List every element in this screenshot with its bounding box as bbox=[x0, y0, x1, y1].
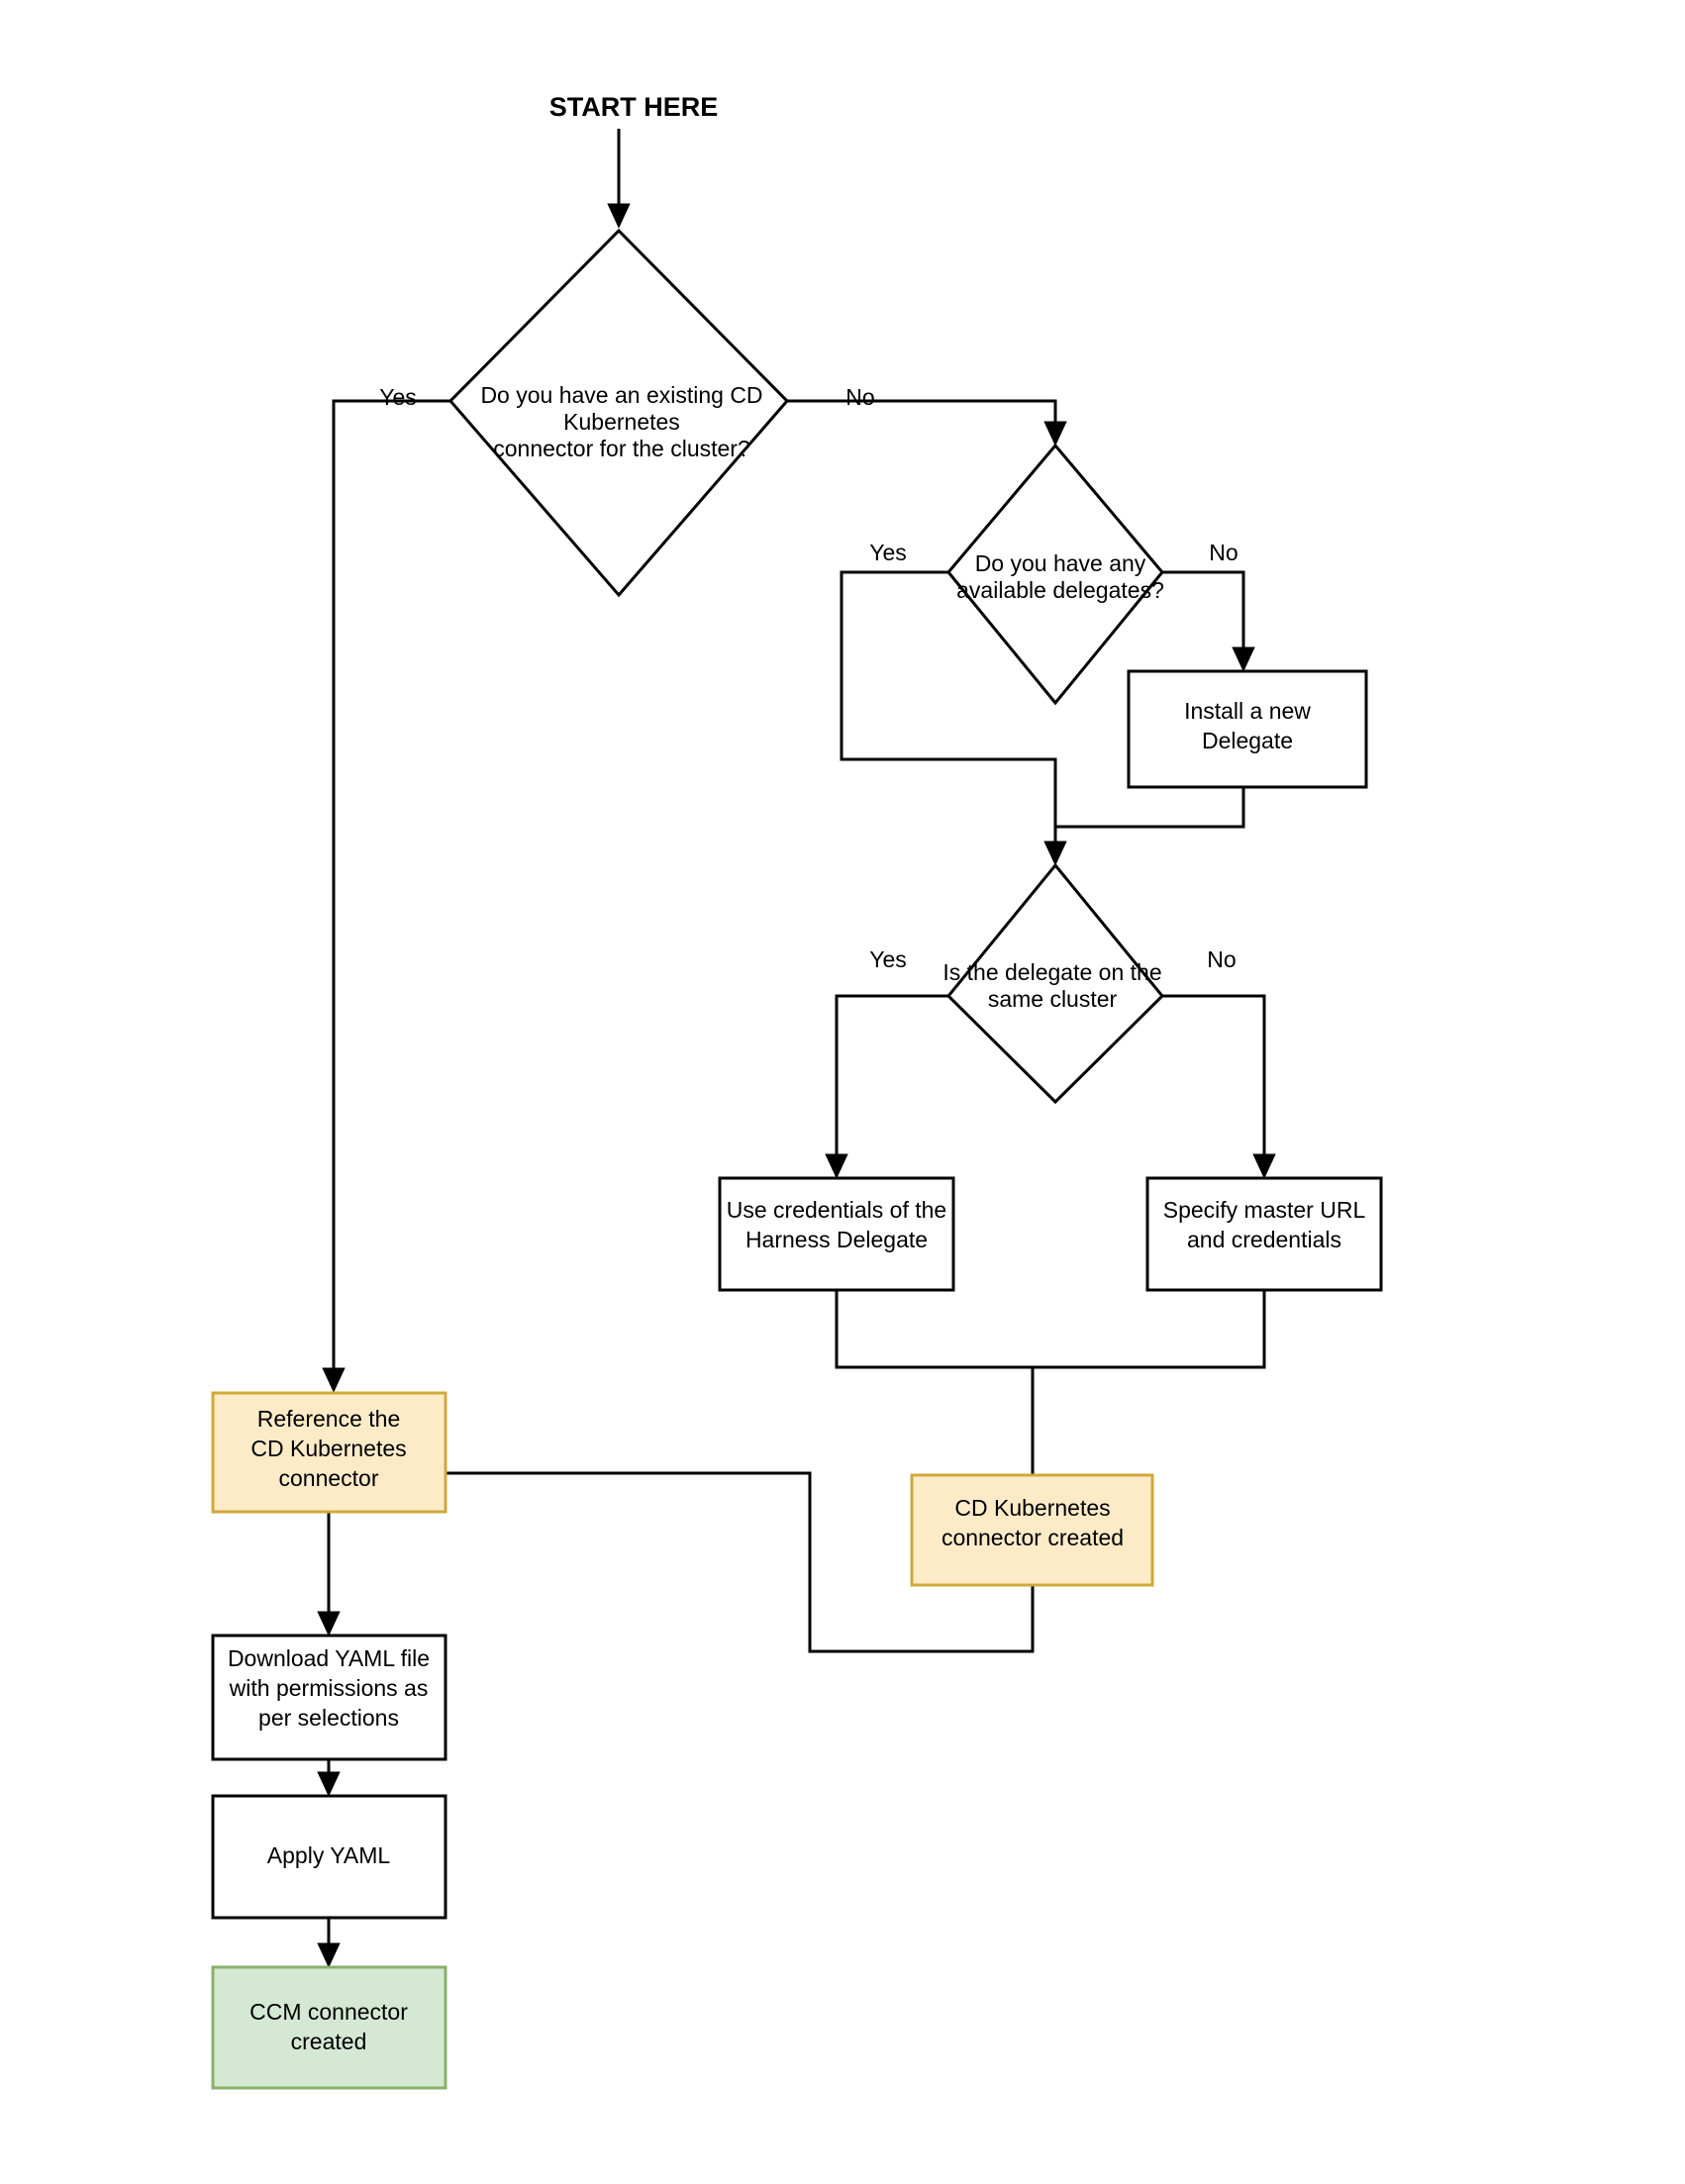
edge-label-decision1-no: No bbox=[845, 384, 874, 410]
edge-specify-url-merge bbox=[1033, 1289, 1266, 1369]
decision-available-delegates[interactable]: Do you have any available delegates? bbox=[946, 443, 1164, 706]
decision-delegate-same-cluster-line-1: Is the delegate on the bbox=[942, 959, 1161, 985]
process-install-delegate[interactable]: Install a new Delegate bbox=[1127, 669, 1368, 789]
edge-decision1-yes bbox=[322, 399, 450, 1393]
process-download-yaml-line-1: Download YAML file bbox=[228, 1645, 430, 1671]
edge-decision1-no bbox=[787, 399, 1067, 447]
decision-delegate-same-cluster[interactable]: Is the delegate on the same cluster bbox=[942, 862, 1165, 1105]
process-ccm-connector-created-shape bbox=[211, 1965, 447, 2090]
process-download-yaml-line-3: per selections bbox=[258, 1705, 399, 1731]
process-use-delegate-credentials-shape bbox=[718, 1176, 955, 1292]
process-specify-master-url-line-2: and credentials bbox=[1187, 1227, 1341, 1252]
process-apply-yaml-shape bbox=[211, 1794, 447, 1920]
process-install-delegate-shape bbox=[1127, 669, 1368, 789]
process-use-delegate-credentials[interactable]: Use credentials of the Harness Delegate bbox=[718, 1176, 955, 1292]
process-cd-connector-created-line-1: CD Kubernetes bbox=[954, 1495, 1110, 1521]
process-cd-connector-created-line-2: connector created bbox=[942, 1525, 1124, 1550]
process-use-delegate-credentials-line-1: Use credentials of the bbox=[727, 1197, 946, 1223]
decision-available-delegates-line-2: available delegates? bbox=[956, 577, 1164, 603]
process-reference-connector-line-3: connector bbox=[278, 1465, 378, 1491]
process-reference-connector-shape bbox=[211, 1391, 447, 1514]
decision-available-delegates-shape bbox=[946, 443, 1164, 706]
process-install-delegate-line-1: Install a new bbox=[1184, 698, 1311, 724]
edge-decision2-no bbox=[1162, 570, 1255, 672]
process-download-yaml-line-2: with permissions as bbox=[229, 1675, 429, 1701]
process-download-yaml[interactable]: Download YAML file with permissions as p… bbox=[211, 1634, 447, 1761]
edge-label-decision3-yes: Yes bbox=[869, 946, 907, 972]
decision-existing-connector[interactable]: Do you have an existing CD Kubernetes co… bbox=[447, 228, 790, 598]
edge-install-delegate-to-decision3 bbox=[1055, 787, 1245, 829]
process-reference-connector[interactable]: Reference the CD Kubernetes connector bbox=[211, 1391, 447, 1514]
edge-label-decision2-yes: Yes bbox=[869, 540, 907, 565]
edge-decision2-yes bbox=[840, 570, 1067, 866]
start-here-label: START HERE bbox=[549, 92, 719, 122]
process-apply-yaml[interactable]: Apply YAML bbox=[211, 1794, 447, 1920]
edge-label-decision2-no: No bbox=[1209, 540, 1238, 565]
edge-decision3-yes bbox=[825, 994, 948, 1179]
decision-existing-connector-line-2: Kubernetes bbox=[563, 409, 680, 435]
edge-cd-connector-created-to-reference bbox=[338, 1461, 1035, 1653]
edge-use-credentials-merge bbox=[835, 1289, 1033, 1369]
process-cd-connector-created[interactable]: CD Kubernetes connector created bbox=[910, 1473, 1154, 1587]
process-reference-connector-line-2: CD Kubernetes bbox=[250, 1436, 406, 1461]
process-install-delegate-line-2: Delegate bbox=[1202, 728, 1293, 753]
decision-existing-connector-line-1: Do you have an existing CD bbox=[480, 382, 762, 408]
process-specify-master-url-line-1: Specify master URL bbox=[1163, 1197, 1366, 1223]
process-cd-connector-created-shape bbox=[910, 1473, 1154, 1587]
process-use-delegate-credentials-line-2: Harness Delegate bbox=[745, 1227, 928, 1252]
process-ccm-connector-created-line-1: CCM connector bbox=[249, 1999, 408, 2025]
process-specify-master-url[interactable]: Specify master URL and credentials bbox=[1145, 1176, 1383, 1292]
decision-existing-connector-shape bbox=[447, 228, 790, 598]
edge-decision3-no bbox=[1162, 994, 1276, 1179]
process-apply-yaml-line-1: Apply YAML bbox=[267, 1842, 391, 1868]
process-ccm-connector-created[interactable]: CCM connector created bbox=[211, 1965, 447, 2090]
edge-label-decision1-yes: Yes bbox=[379, 384, 417, 410]
process-download-yaml-shape bbox=[211, 1634, 447, 1761]
process-reference-connector-line-1: Reference the bbox=[257, 1406, 400, 1432]
edge-label-decision3-no: No bbox=[1207, 946, 1236, 972]
process-ccm-connector-created-line-2: created bbox=[291, 2029, 367, 2054]
process-specify-master-url-shape bbox=[1145, 1176, 1383, 1292]
decision-available-delegates-line-1: Do you have any bbox=[975, 550, 1146, 576]
decision-existing-connector-line-3: connector for the cluster? bbox=[493, 436, 750, 461]
decision-delegate-same-cluster-line-2: same cluster bbox=[988, 986, 1118, 1012]
decision-delegate-same-cluster-shape bbox=[945, 862, 1165, 1105]
